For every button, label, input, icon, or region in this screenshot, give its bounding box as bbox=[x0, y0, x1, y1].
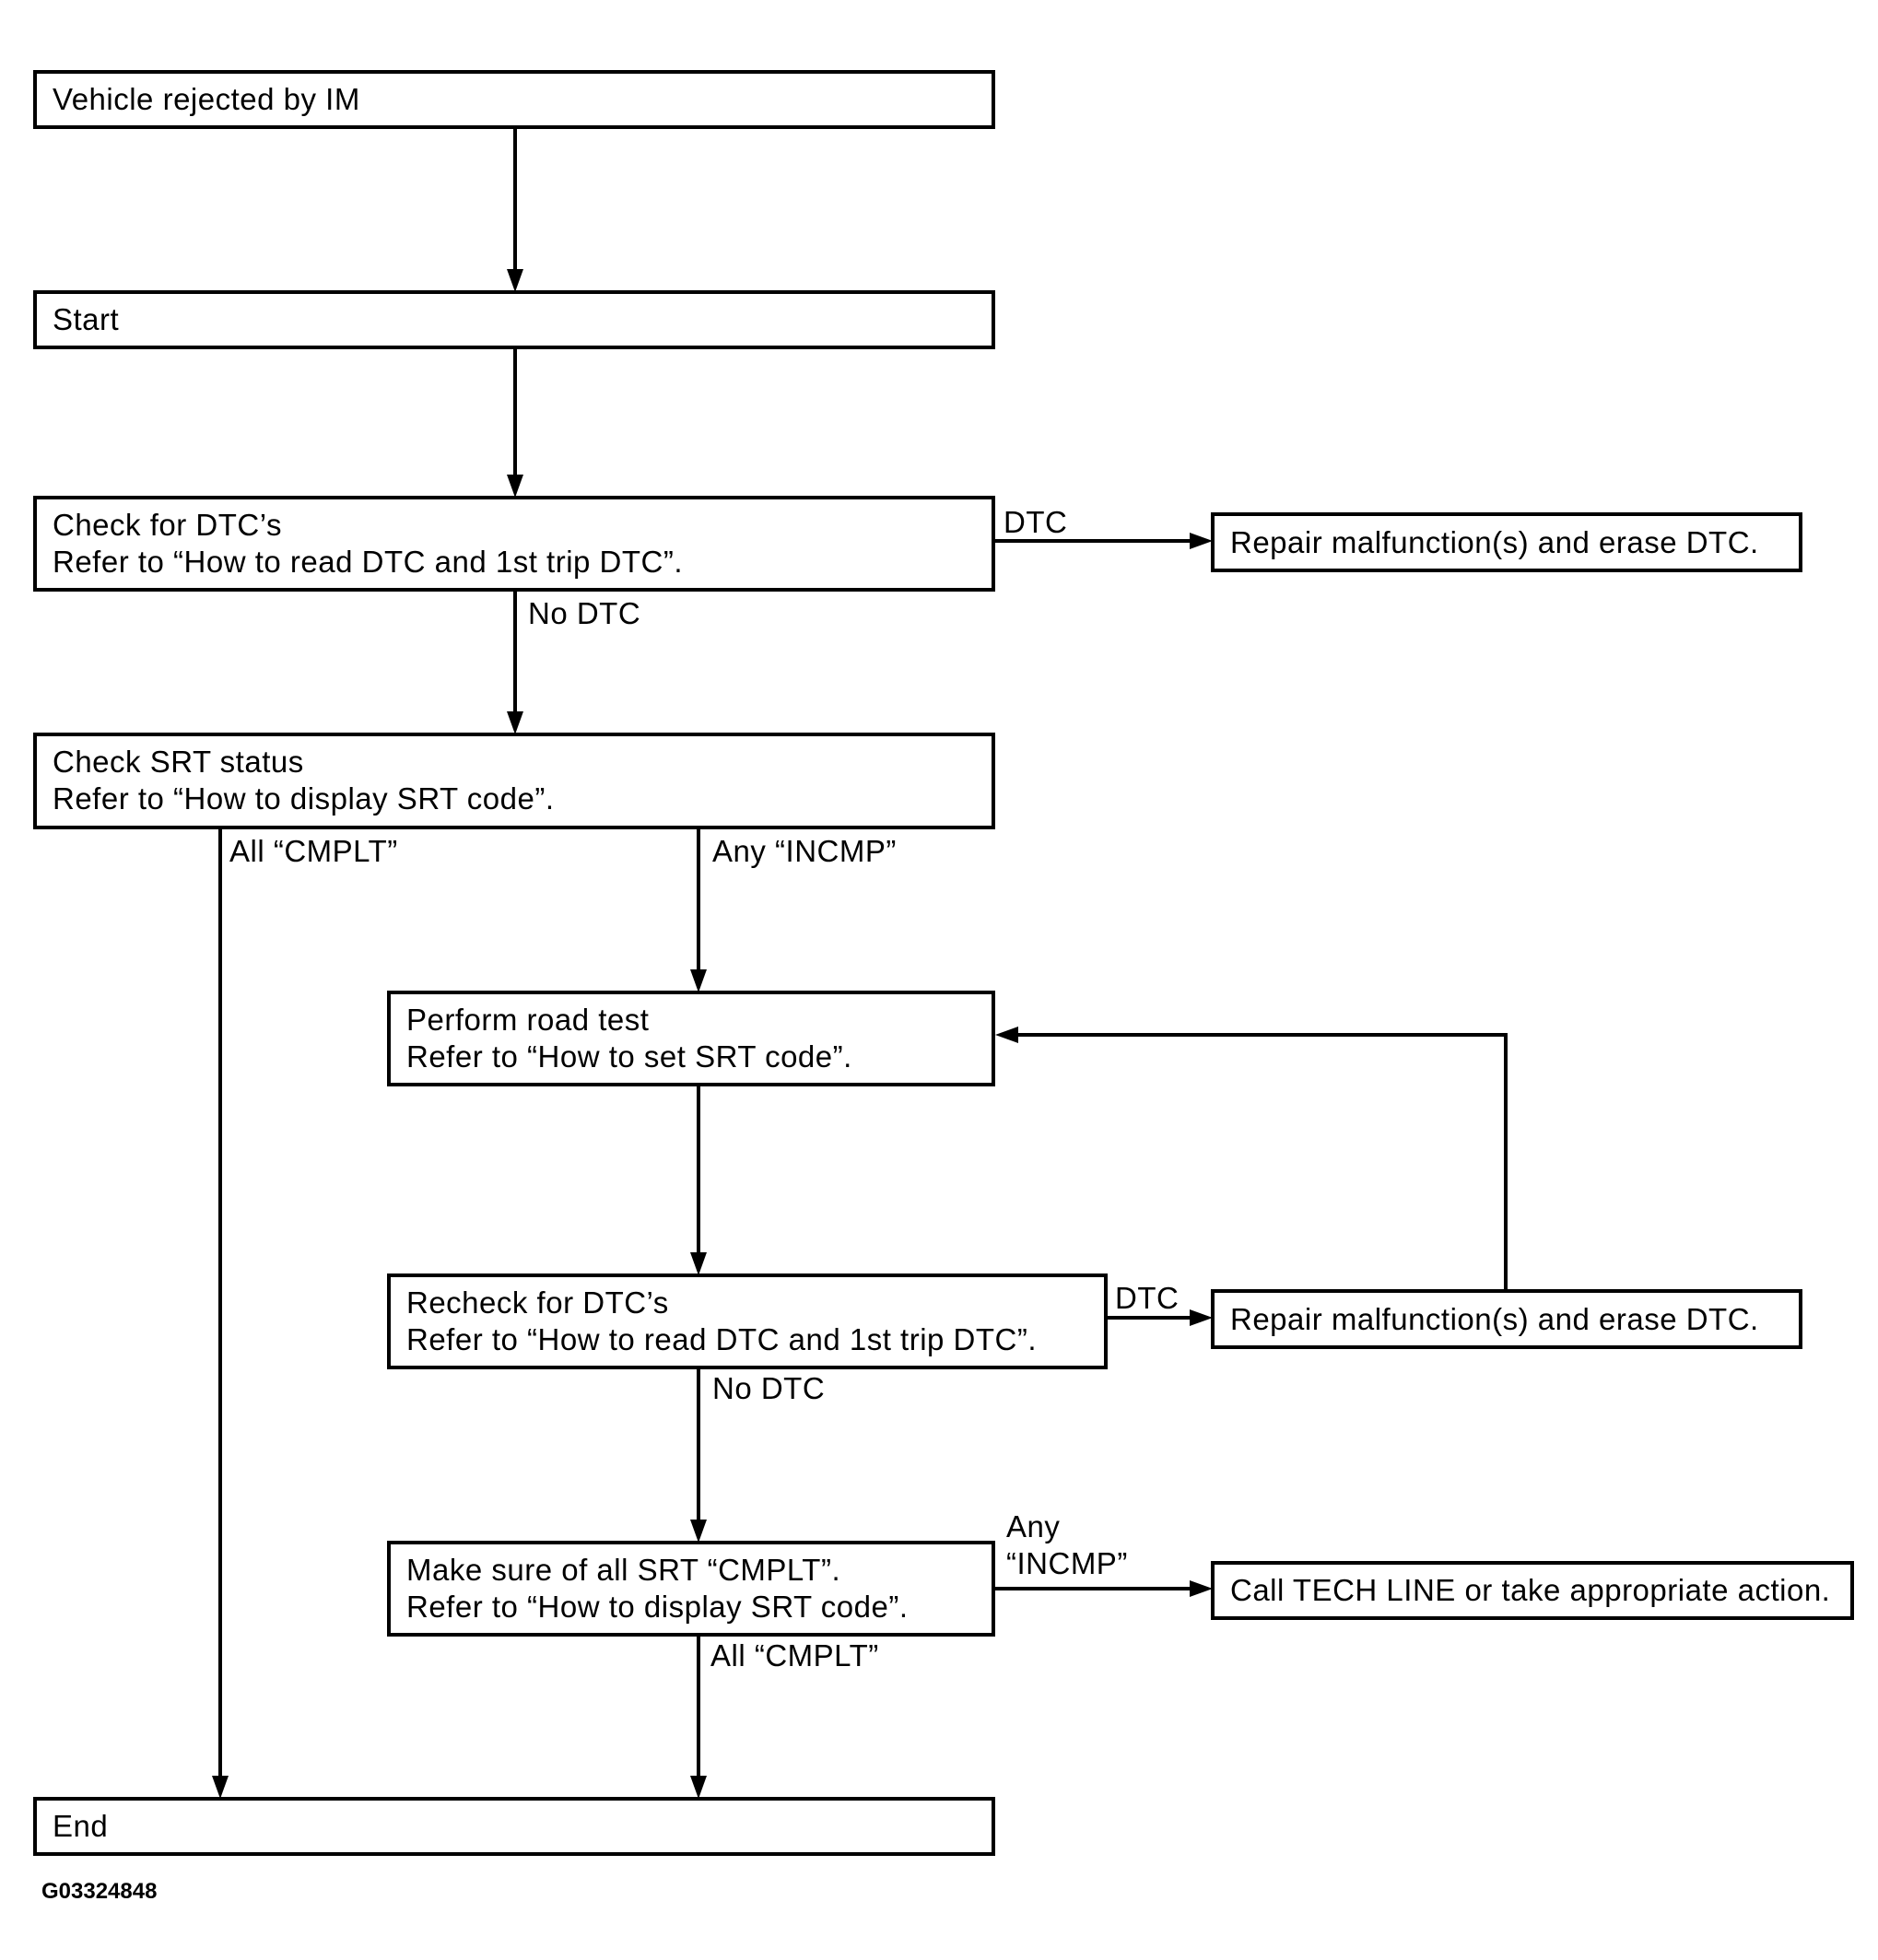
edge-road-test-to-recheck-dtc bbox=[690, 1086, 707, 1275]
edge-start-to-check-dtc bbox=[507, 349, 523, 498]
figure-code: G03324848 bbox=[41, 1879, 157, 1904]
edge-label-any: Any bbox=[1006, 1509, 1060, 1543]
edge-label-no-dtc: No DTC bbox=[528, 596, 640, 630]
node-text: Check SRT status bbox=[53, 745, 304, 779]
node-text: Make sure of all SRT “CMPLT”. bbox=[406, 1553, 840, 1587]
edge-label-dtc: DTC bbox=[1004, 505, 1067, 539]
node-text: Refer to “How to set SRT code”. bbox=[406, 1039, 852, 1074]
node-text: Recheck for DTC’s bbox=[406, 1285, 669, 1320]
edge-label-all-cmplt: All “CMPLT” bbox=[710, 1638, 879, 1672]
edge-label-all-cmplt: All “CMPLT” bbox=[229, 834, 398, 868]
node-start: Start bbox=[33, 290, 995, 349]
node-check-srt: Check SRT status Refer to “How to displa… bbox=[33, 733, 995, 829]
node-text: Repair malfunction(s) and erase DTC. bbox=[1230, 1302, 1759, 1336]
node-check-dtc: Check for DTC’s Refer to “How to read DT… bbox=[33, 496, 995, 592]
edge-repair-2-loop-to-road-test bbox=[995, 1027, 1508, 1291]
edge-check-dtc-to-check-srt bbox=[507, 592, 523, 734]
node-vehicle-rejected: Vehicle rejected by IM bbox=[33, 70, 995, 129]
edge-label-no-dtc: No DTC bbox=[712, 1371, 825, 1405]
node-text: Start bbox=[53, 302, 119, 336]
node-text: Vehicle rejected by IM bbox=[53, 82, 360, 116]
node-end: End bbox=[33, 1797, 995, 1856]
node-repair-1: Repair malfunction(s) and erase DTC. bbox=[1211, 512, 1802, 572]
node-road-test: Perform road test Refer to “How to set S… bbox=[387, 991, 995, 1086]
node-recheck-dtc: Recheck for DTC’s Refer to “How to read … bbox=[387, 1273, 1108, 1369]
edge-check-srt-any-incmp-to-road-test bbox=[690, 829, 707, 992]
node-call-tech-line: Call TECH LINE or take appropriate actio… bbox=[1211, 1561, 1854, 1620]
node-repair-2: Repair malfunction(s) and erase DTC. bbox=[1211, 1289, 1802, 1349]
edge-check-srt-all-cmplt-to-end bbox=[212, 829, 229, 1799]
node-text: Repair malfunction(s) and erase DTC. bbox=[1230, 525, 1759, 559]
node-text: Call TECH LINE or take appropriate actio… bbox=[1230, 1573, 1830, 1607]
node-text: Refer to “How to read DTC and 1st trip D… bbox=[53, 545, 683, 579]
node-make-sure-srt: Make sure of all SRT “CMPLT”. Refer to “… bbox=[387, 1541, 995, 1637]
edge-make-sure-to-call-tech bbox=[993, 1580, 1213, 1597]
node-text: End bbox=[53, 1809, 108, 1843]
edge-recheck-dtc-to-make-sure bbox=[690, 1369, 707, 1543]
edge-check-dtc-to-repair-1 bbox=[993, 533, 1213, 549]
edge-label-any-incmp: Any “INCMP” bbox=[712, 834, 897, 868]
node-text: Perform road test bbox=[406, 1003, 649, 1037]
edge-label-dtc: DTC bbox=[1115, 1281, 1179, 1315]
edge-label-incmp: “INCMP” bbox=[1006, 1546, 1128, 1580]
node-text: Refer to “How to display SRT code”. bbox=[406, 1590, 909, 1624]
node-text: Refer to “How to read DTC and 1st trip D… bbox=[406, 1322, 1037, 1356]
edge-make-sure-to-end bbox=[690, 1637, 707, 1799]
node-text: Refer to “How to display SRT code”. bbox=[53, 781, 555, 816]
edge-recheck-dtc-to-repair-2 bbox=[1106, 1309, 1213, 1326]
edge-rejected-to-start bbox=[507, 129, 523, 292]
node-text: Check for DTC’s bbox=[53, 508, 282, 542]
